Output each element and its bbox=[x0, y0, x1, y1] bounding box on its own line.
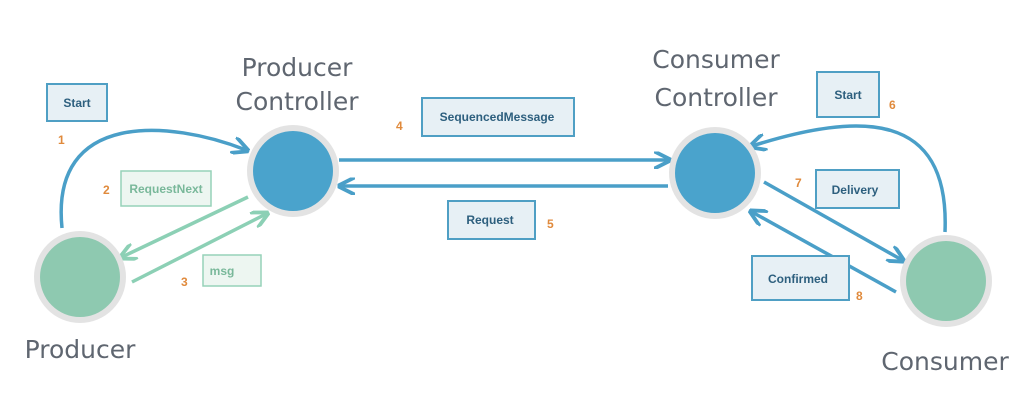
message-label-delivery: Delivery bbox=[832, 183, 879, 197]
message-box-delivery: Delivery bbox=[815, 169, 900, 209]
producer-label: Producer bbox=[25, 335, 137, 364]
message-label-sequenced-message: SequencedMessage bbox=[440, 110, 555, 124]
producer-controller-label-line2: Controller bbox=[236, 87, 360, 116]
consumer-controller-label-line2: Controller bbox=[655, 83, 779, 112]
message-label-confirmed: Confirmed bbox=[768, 272, 828, 286]
message-box-sequenced-message: SequencedMessage bbox=[421, 97, 575, 137]
arrow-start-to-consumer-controller bbox=[752, 124, 947, 233]
message-box-request: Request bbox=[447, 200, 536, 240]
message-box-start-consumer: Start bbox=[816, 71, 880, 118]
arrow-delivery bbox=[763, 180, 902, 260]
message-label-request: Request bbox=[466, 213, 513, 227]
node-consumer-controller bbox=[669, 127, 761, 219]
step-number-3: 3 bbox=[181, 275, 188, 289]
step-number-8: 8 bbox=[856, 289, 863, 303]
step-number-2: 2 bbox=[103, 183, 110, 197]
message-box-confirmed: Confirmed bbox=[751, 255, 850, 301]
message-box-request-next: RequestNext bbox=[120, 170, 212, 207]
node-producer-controller bbox=[247, 125, 339, 217]
step-number-4: 4 bbox=[396, 119, 403, 133]
step-number-1: 1 bbox=[58, 133, 65, 147]
arrow-confirmed bbox=[752, 212, 897, 294]
arrow-request-next bbox=[122, 195, 249, 257]
step-number-7: 7 bbox=[795, 176, 802, 190]
node-producer bbox=[34, 231, 126, 323]
step-number-6: 6 bbox=[889, 98, 896, 112]
message-label-msg: msg bbox=[210, 264, 235, 278]
step-number-5: 5 bbox=[547, 217, 554, 231]
arrow-msg bbox=[131, 214, 266, 284]
message-box-start-producer: Start bbox=[46, 83, 108, 122]
producer-controller-label-line1: Producer bbox=[242, 53, 354, 82]
consumer-label: Consumer bbox=[881, 347, 1009, 376]
node-consumer bbox=[900, 235, 992, 327]
message-label-start-producer: Start bbox=[63, 96, 90, 110]
message-label-start-consumer: Start bbox=[834, 88, 861, 102]
consumer-controller-label-line1: Consumer bbox=[652, 45, 780, 74]
message-box-msg: msg bbox=[202, 254, 262, 287]
message-label-request-next: RequestNext bbox=[129, 182, 202, 196]
arrow-start-to-producer-controller bbox=[59, 128, 246, 229]
